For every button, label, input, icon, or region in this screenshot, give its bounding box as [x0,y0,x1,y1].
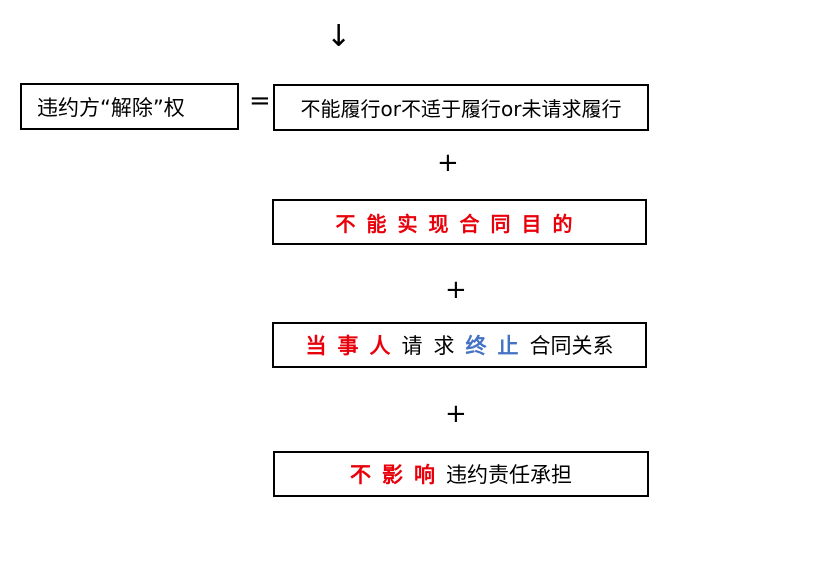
plus-sign-1: + [437,148,459,178]
box1-label: 不能履行or不适于履行or未请求履行 [300,97,622,121]
box3-request-text: 请求 [401,334,466,358]
box3-contract-relation-text: 合同关系 [529,334,614,358]
box2-label: 不能实现合同目的 [335,211,584,236]
down-arrow-icon: ↓ [326,19,352,54]
box4-liability-text: 违约责任承担 [446,463,572,487]
equals-sign: = [249,86,271,116]
box-condition-nonperformance: 不能履行or不适于履行or未请求履行 [273,84,649,131]
box3-terminate-text: 终止 [465,334,530,358]
box-liability-unaffected: 不影响违约责任承担 [273,451,649,497]
box4-no-effect-text: 不影响 [350,463,446,487]
box-contract-purpose-unachievable: 不能实现合同目的 [272,199,647,245]
box3-party-text: 当事人 [305,334,402,358]
plus-sign-2: + [445,275,467,305]
box-party-requests-termination: 当事人请求终止合同关系 [272,322,647,368]
left-box-violating-party-rescission-right: 违约方“解除”权 [20,83,239,130]
left-box-label: 违约方“解除”权 [37,95,185,120]
plus-sign-3: + [445,399,467,429]
